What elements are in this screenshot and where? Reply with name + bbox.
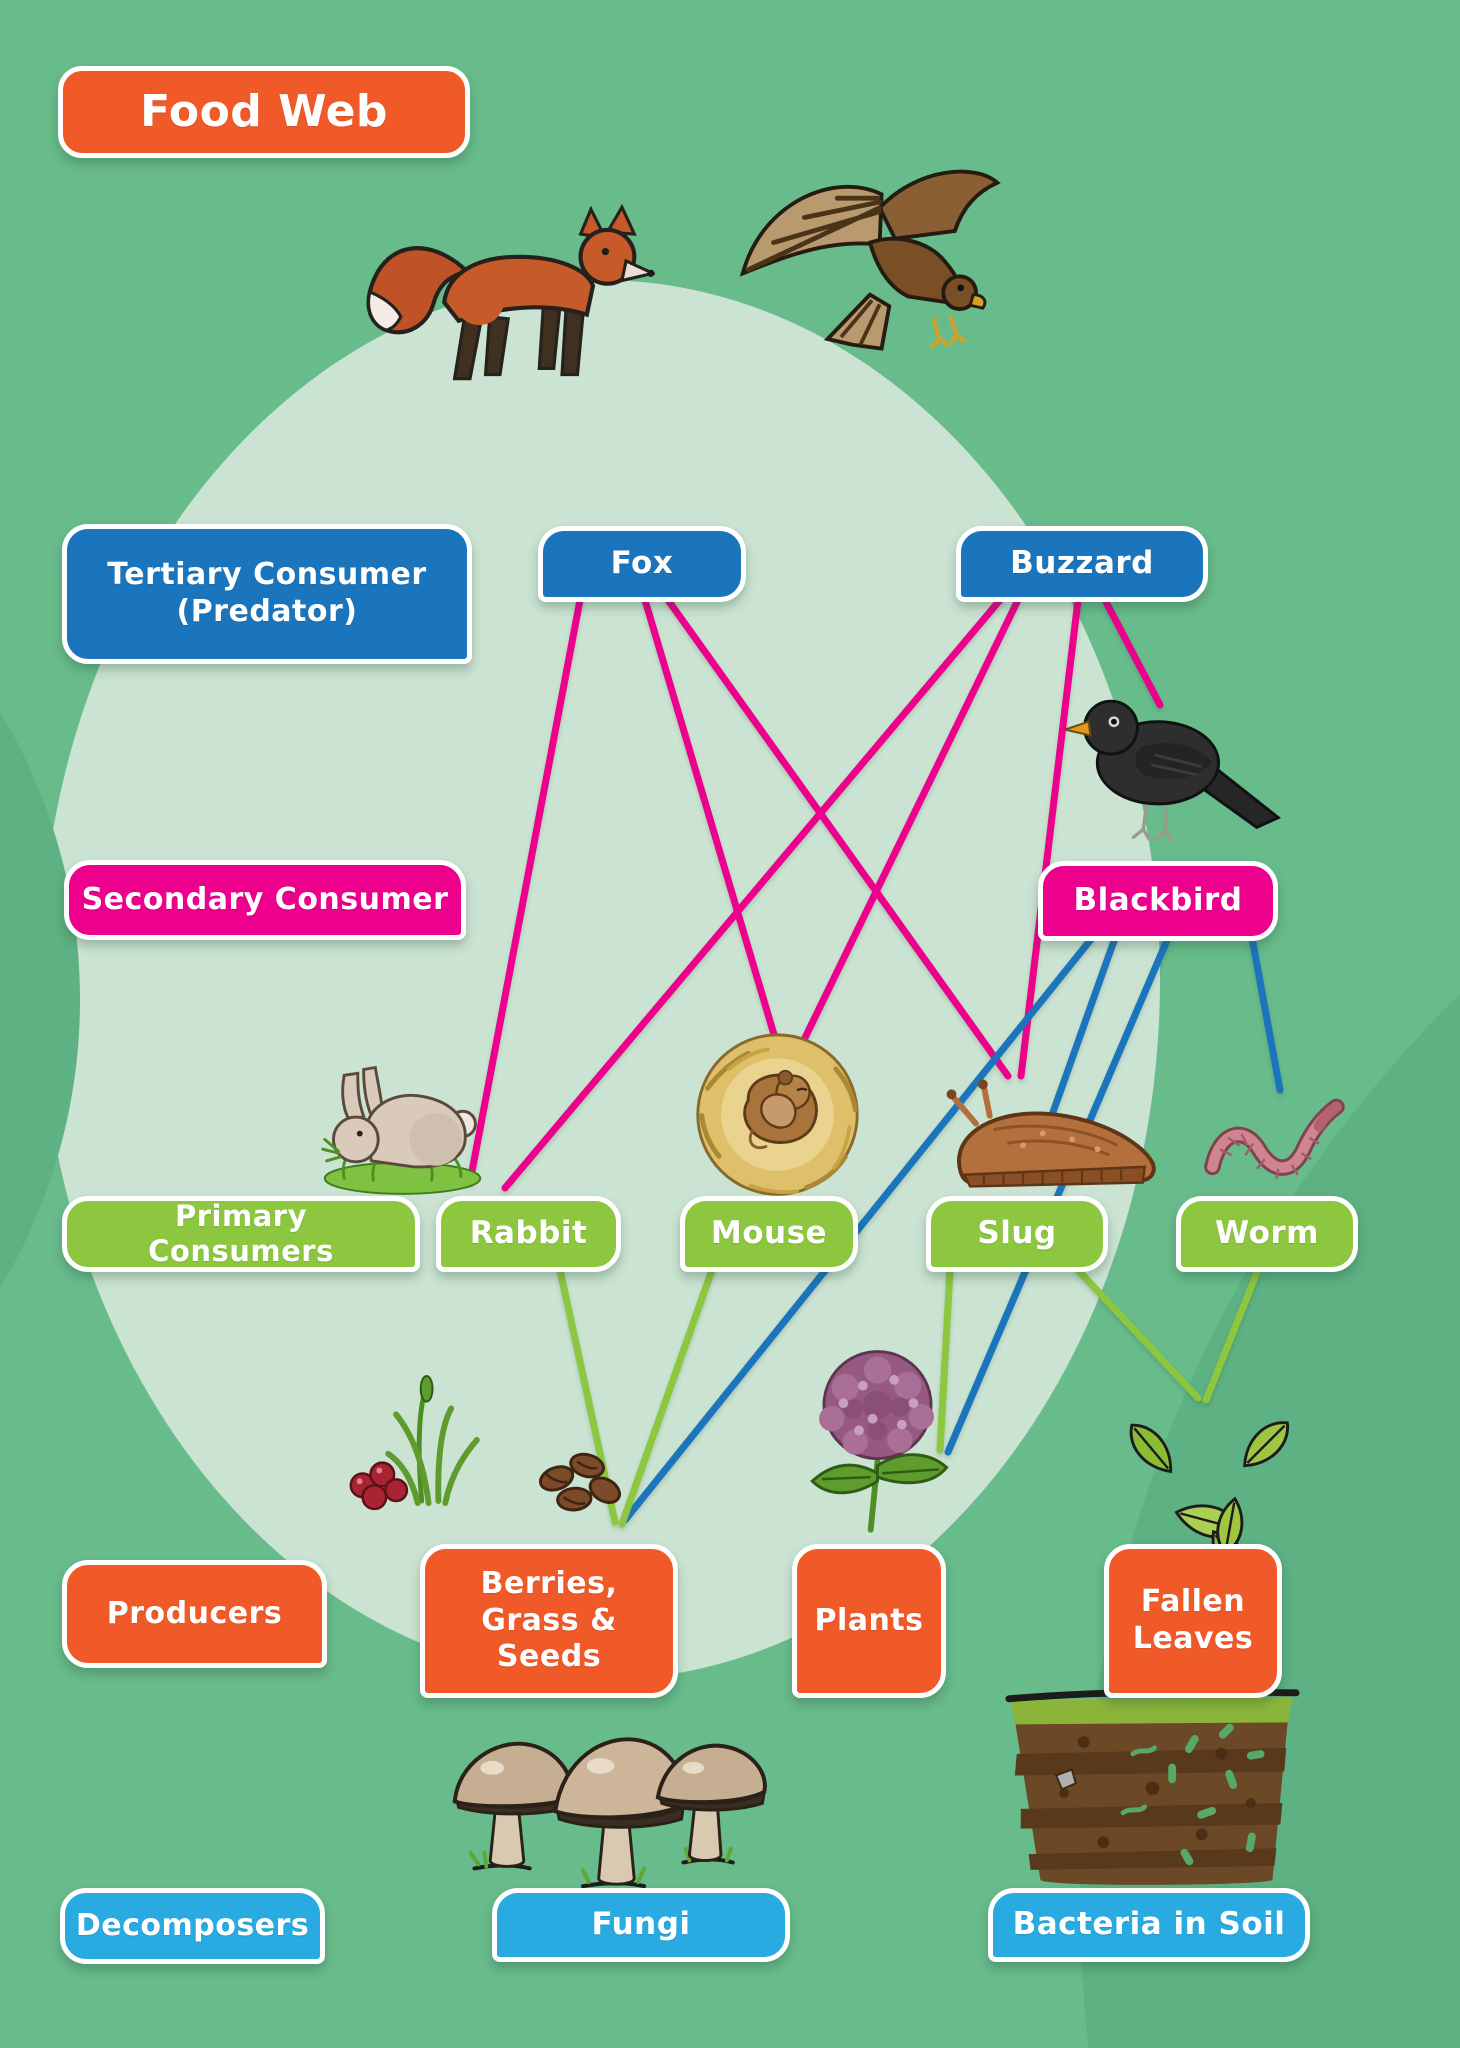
fox-illustration bbox=[366, 203, 655, 381]
link-fox-mouse bbox=[641, 596, 782, 1052]
link-buzzard-slug bbox=[1017, 596, 1082, 1080]
link-slug-fallen_leaves bbox=[1074, 1266, 1202, 1402]
node-plants: Plants bbox=[792, 1544, 946, 1698]
mouse-nest-illustration bbox=[696, 1033, 859, 1196]
link-buzzard-mouse bbox=[796, 596, 1022, 1052]
link-blackbird-plants bbox=[944, 934, 1172, 1456]
level-label-primary-consumers: Primary Consumers bbox=[62, 1196, 420, 1272]
link-mouse-berries bbox=[618, 1266, 716, 1528]
link-blackbird-slug bbox=[1048, 934, 1119, 1119]
link-worm-fallen_leaves bbox=[1202, 1266, 1262, 1404]
node-buzzard: Buzzard bbox=[956, 526, 1208, 602]
rabbit-illustration bbox=[321, 1065, 482, 1195]
node-slug: Slug bbox=[926, 1196, 1108, 1272]
level-label-decomposers: Decomposers bbox=[60, 1888, 325, 1964]
link-slug-plants bbox=[936, 1266, 954, 1454]
node-fungi: Fungi bbox=[492, 1888, 790, 1962]
link-fox-rabbit bbox=[466, 596, 584, 1186]
fungi-illustration bbox=[452, 1737, 767, 1889]
bacteria-in-soil-illustration bbox=[1005, 1688, 1300, 1885]
level-label-secondary-consumer: Secondary Consumer bbox=[64, 860, 466, 940]
level-label-producers: Producers bbox=[62, 1560, 327, 1668]
link-buzzard-rabbit bbox=[501, 596, 1004, 1192]
link-blackbird-worm bbox=[1248, 934, 1284, 1094]
buzzard-illustration bbox=[739, 169, 1001, 351]
poster-title: Food Web bbox=[58, 66, 470, 158]
worm-illustration bbox=[1204, 1098, 1345, 1179]
node-bacteria-in-soil: Bacteria in Soil bbox=[988, 1888, 1310, 1962]
node-berries-grass-seeds: Berries, Grass & Seeds bbox=[420, 1544, 678, 1698]
blackbird-illustration bbox=[1065, 699, 1282, 843]
slug-illustration bbox=[946, 1079, 1156, 1188]
link-blackbird-berries bbox=[621, 934, 1096, 1524]
link-buzzard-blackbird bbox=[1101, 596, 1164, 709]
node-mouse: Mouse bbox=[680, 1196, 858, 1272]
node-worm: Worm bbox=[1176, 1196, 1358, 1272]
level-label-tertiary-consumer: Tertiary Consumer (Predator) bbox=[62, 524, 472, 664]
link-fox-slug bbox=[664, 596, 1012, 1080]
node-fallen-leaves: Fallen Leaves bbox=[1104, 1544, 1282, 1698]
berries-grass-seeds-illustration bbox=[349, 1375, 621, 1512]
plants-illustration bbox=[810, 1350, 949, 1533]
node-fox: Fox bbox=[538, 526, 746, 602]
node-rabbit: Rabbit bbox=[436, 1196, 621, 1272]
node-blackbird: Blackbird bbox=[1038, 861, 1278, 941]
